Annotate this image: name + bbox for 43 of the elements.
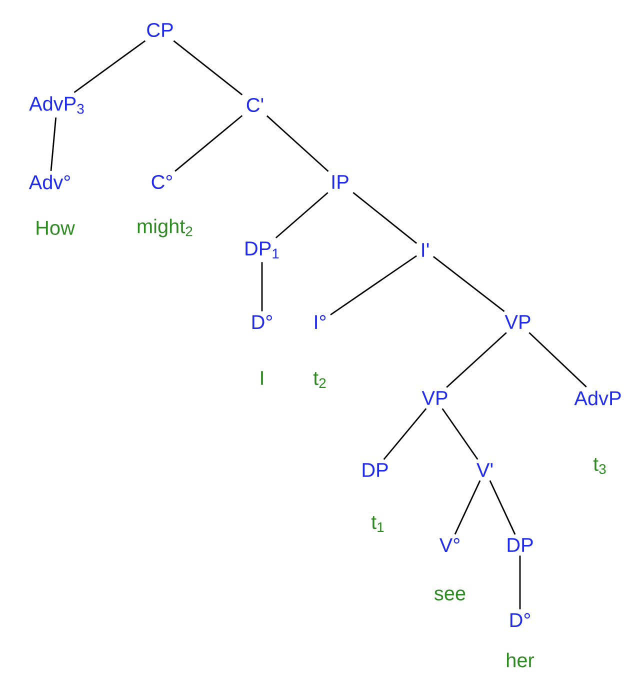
tree-branch	[446, 332, 507, 388]
tree-branch	[383, 408, 427, 460]
tree-branch	[174, 115, 243, 172]
word-label: her	[506, 652, 534, 668]
category-label: I'	[422, 243, 429, 257]
tree-branch	[432, 256, 505, 312]
category-label: VP	[422, 391, 448, 405]
category-label: DP	[508, 538, 533, 552]
word-label: t$_{2}$	[313, 372, 326, 388]
tree-branch	[454, 480, 481, 535]
tree-branch	[173, 40, 243, 96]
category-label: C'	[246, 98, 264, 112]
tree-branch	[50, 117, 57, 171]
category-label: DP$_{1}$	[246, 242, 279, 258]
tree-branch	[528, 332, 587, 388]
category-label: V'	[476, 463, 493, 477]
word-label: How	[36, 221, 75, 235]
word-label: I	[261, 371, 263, 385]
tree-branch	[330, 255, 417, 316]
category-label: Adv°	[28, 174, 70, 190]
category-label: C°	[152, 174, 172, 190]
tree-branch	[489, 480, 516, 535]
category-label: V°	[439, 538, 460, 552]
category-label: VP	[504, 315, 530, 329]
category-label: D°	[252, 315, 272, 329]
tree-branch	[519, 556, 521, 610]
category-label: DP	[362, 463, 388, 477]
word-label: t$_{1}$	[371, 516, 384, 532]
category-label: IP	[332, 175, 348, 189]
tree-branch	[261, 262, 263, 312]
word-label: t$_{3}$	[593, 458, 606, 474]
word-label: might$_{2}$	[138, 218, 192, 238]
tree-branch	[74, 40, 146, 94]
tree-branch	[352, 192, 418, 244]
category-label: AdvP$_{3}$	[29, 96, 84, 114]
category-label: D°	[510, 613, 530, 627]
category-label: AdvP	[574, 390, 621, 406]
category-label: I°	[315, 315, 326, 329]
word-label: see	[434, 590, 466, 600]
category-label: CP	[147, 22, 173, 38]
tree-branch	[442, 408, 478, 460]
tree-branch	[266, 115, 329, 172]
tree-branch	[275, 192, 328, 238]
